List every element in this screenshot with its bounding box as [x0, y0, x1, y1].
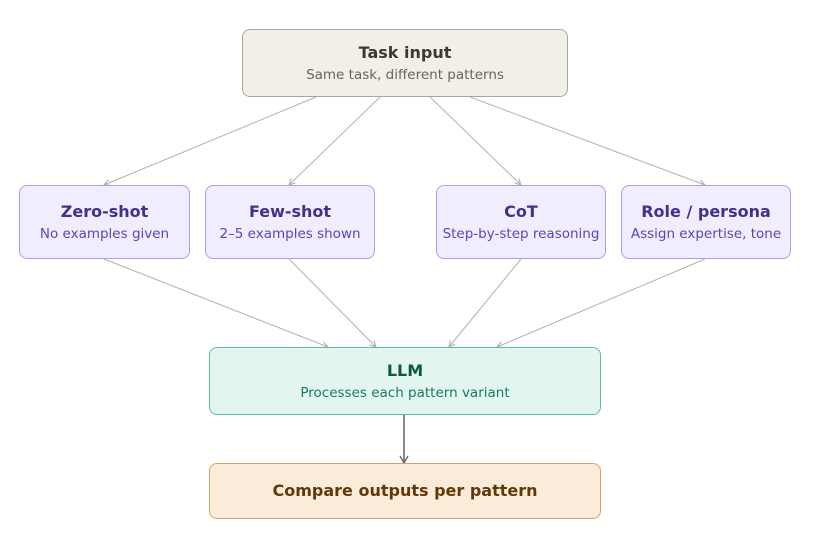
llm-node: LLM Processes each pattern variant	[209, 347, 601, 415]
arrow-task-to-role	[469, 96, 705, 185]
arrow-cot-to-llm	[449, 258, 522, 347]
task-input-title: Task input	[358, 42, 452, 62]
zero-shot-subtitle: No examples given	[39, 225, 170, 242]
compare-outputs-title: Compare outputs per pattern	[272, 481, 538, 500]
llm-subtitle: Processes each pattern variant	[300, 384, 510, 401]
arrow-role-to-llm	[497, 258, 706, 347]
zero-shot-node: Zero-shot No examples given	[19, 185, 190, 259]
role-persona-node: Role / persona Assign expertise, tone	[621, 185, 791, 259]
cot-subtitle: Step-by-step reasoning	[442, 225, 600, 242]
few-shot-title: Few-shot	[248, 201, 332, 221]
task-input-subtitle: Same task, different patterns	[306, 66, 504, 83]
zero-shot-title: Zero-shot	[60, 201, 149, 221]
role-persona-subtitle: Assign expertise, tone	[630, 225, 782, 242]
arrow-zero-shot-to-llm	[103, 258, 328, 347]
cot-node: CoT Step-by-step reasoning	[436, 185, 606, 259]
arrow-few-shot-to-llm	[288, 258, 376, 347]
cot-title: CoT	[504, 201, 538, 221]
llm-title: LLM	[386, 360, 424, 380]
arrow-task-to-few-shot	[289, 96, 381, 185]
compare-outputs-node: Compare outputs per pattern	[209, 463, 601, 519]
arrow-task-to-cot	[429, 96, 521, 185]
arrow-task-to-zero-shot	[104, 96, 317, 185]
task-input-node: Task input Same task, different patterns	[242, 29, 568, 97]
role-persona-title: Role / persona	[641, 201, 771, 221]
few-shot-node: Few-shot 2–5 examples shown	[205, 185, 375, 259]
few-shot-subtitle: 2–5 examples shown	[219, 225, 361, 242]
